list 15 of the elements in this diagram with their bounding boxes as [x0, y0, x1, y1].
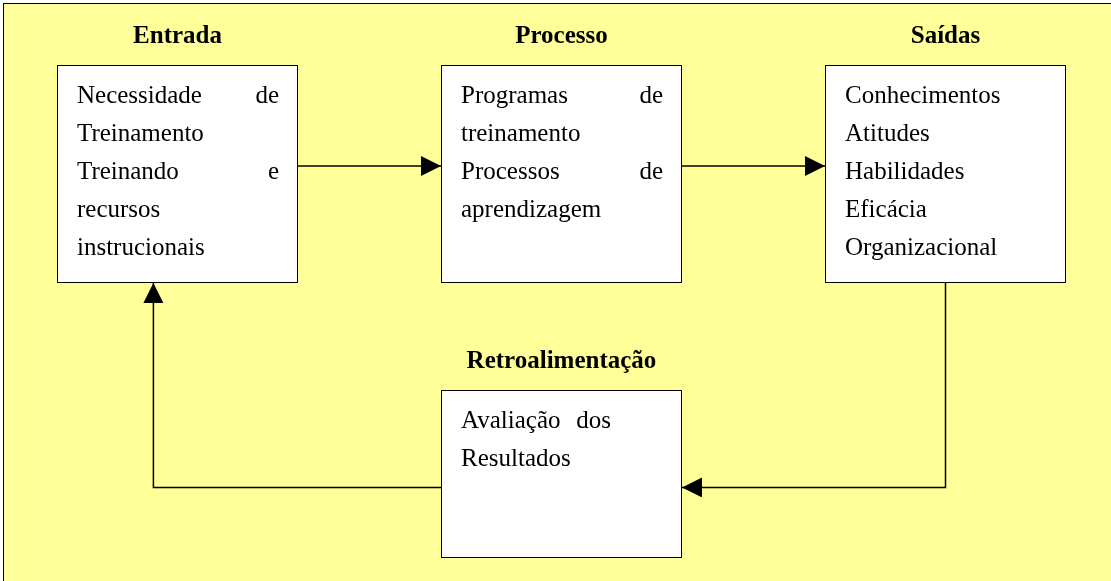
arrow	[681, 282, 947, 498]
heading: Processo	[514, 20, 609, 50]
list-item: Eficácia Organizacional	[845, 194, 999, 262]
box-text: Programas de treinamento Processos de aprendizagem	[461, 80, 663, 224]
heading: Saídas	[909, 20, 982, 50]
heading: Retroalimentação	[465, 345, 658, 375]
list-item: Habilidades	[845, 156, 965, 186]
box-text: Avaliação dos Resultados	[461, 405, 611, 473]
list-item: Atitudes	[845, 118, 930, 148]
list-item: Conhecimentos	[845, 80, 1001, 110]
arrow	[681, 156, 826, 176]
arrow	[143, 282, 442, 489]
box-text: Necessidade de Treinamento Treinando e recursos instrucionais	[77, 80, 279, 262]
heading: Entrada	[132, 20, 223, 50]
arrow	[297, 156, 442, 176]
